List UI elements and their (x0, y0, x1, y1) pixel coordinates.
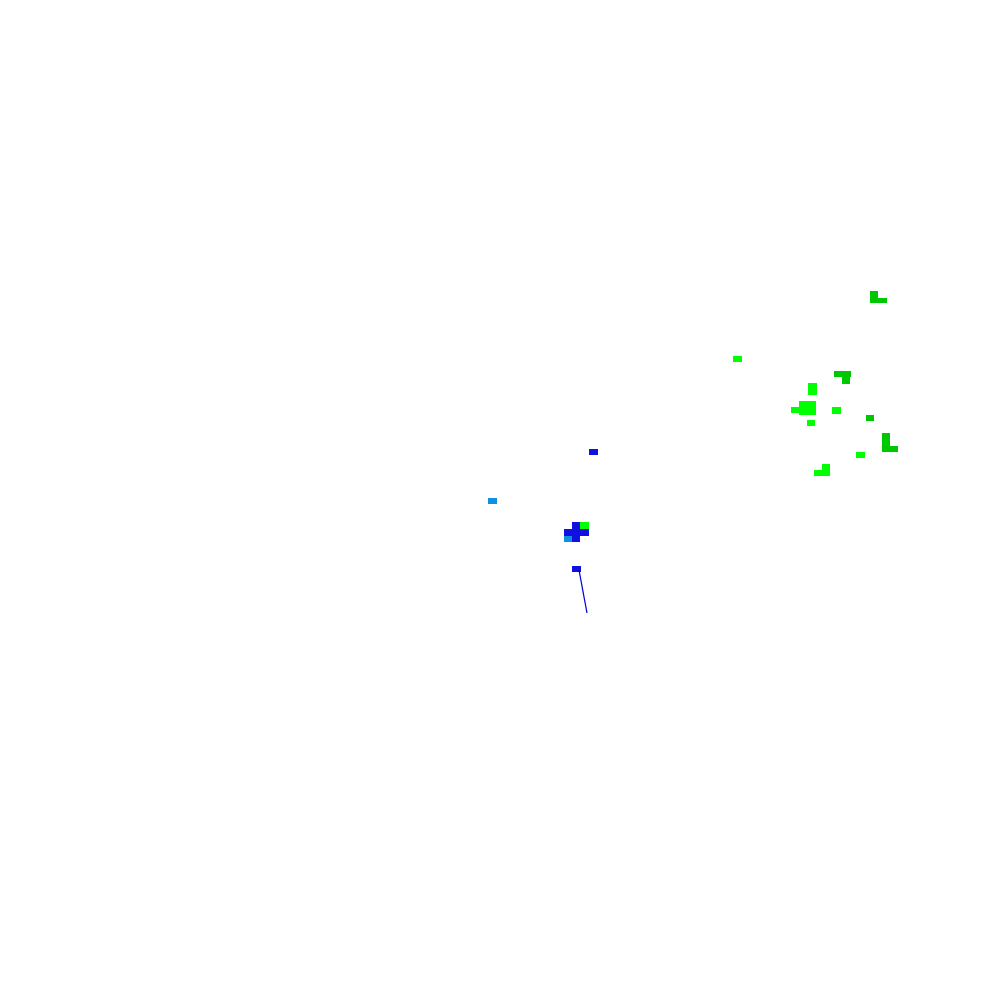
pixel-mark (834, 371, 851, 377)
pixel-mark (807, 420, 815, 426)
pixel-mark (870, 291, 878, 303)
pixel-mark (866, 415, 874, 421)
green-cluster (733, 291, 898, 476)
pixel-mark (832, 407, 841, 414)
pixel-mark (814, 470, 823, 476)
pixel-mark (572, 566, 581, 572)
pixel-mark (589, 449, 598, 455)
pixel-mark (882, 446, 898, 452)
pixel-mark (808, 383, 817, 395)
pixel-mark (564, 536, 572, 542)
pixel-mark (856, 452, 865, 458)
pixel-mark (580, 522, 589, 529)
trail-line (578, 569, 588, 614)
pixel-mark (733, 356, 742, 362)
pixel-mark (791, 407, 799, 413)
blue-cluster (488, 449, 598, 614)
pixel-mark (488, 498, 497, 504)
pixel-mark (842, 377, 850, 384)
pixel-mark (799, 401, 816, 415)
pixel-mark (564, 529, 589, 536)
pixel-mark (882, 433, 890, 446)
pixel-mark (878, 298, 887, 303)
pixel-mark (822, 464, 830, 476)
